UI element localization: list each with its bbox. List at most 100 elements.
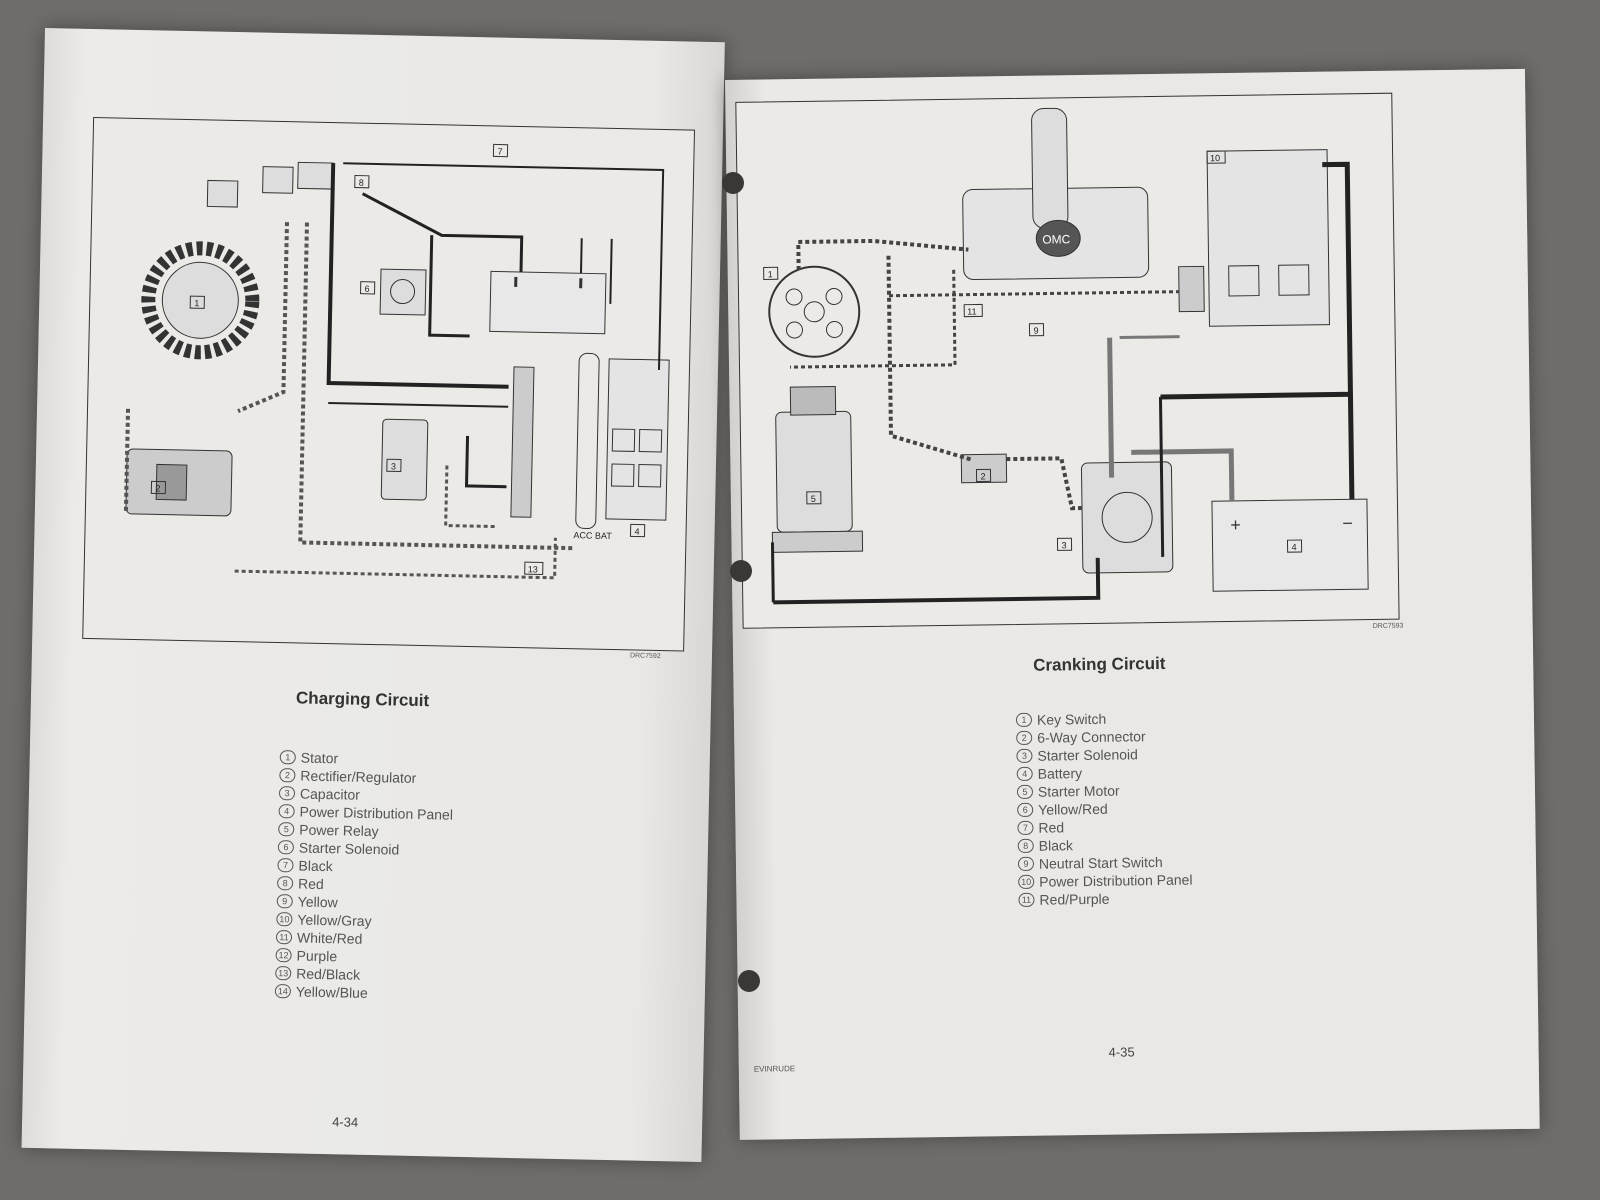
diagram-code: DRC7593 — [1372, 622, 1404, 631]
svg-text:1: 1 — [768, 269, 773, 279]
legend-label: Red — [297, 875, 324, 893]
legend-number: 10 — [276, 912, 293, 927]
legend-label: White/Red — [296, 929, 363, 947]
legend-label: Stator — [300, 749, 339, 767]
legend-label: Battery — [1037, 765, 1083, 782]
legend-number: 6 — [277, 840, 295, 855]
legend-number: 14 — [274, 984, 292, 999]
legend-number: 3 — [278, 786, 296, 801]
svg-text:11: 11 — [967, 307, 976, 317]
svg-text:10: 10 — [1210, 153, 1220, 163]
svg-text:6: 6 — [365, 284, 370, 294]
battery: + − — [1211, 498, 1369, 592]
legend-number: 1 — [1015, 712, 1033, 727]
charging-circuit-diagram: 7 8 1 6 3 2 4 13 ACC BAT — [82, 117, 696, 652]
stator — [141, 241, 260, 360]
legend-number: 7 — [277, 858, 294, 873]
svg-text:8: 8 — [359, 178, 364, 188]
legend-label: Yellow/Red — [1038, 800, 1108, 818]
legend-label: Yellow — [297, 893, 338, 911]
svg-text:9: 9 — [1033, 326, 1038, 336]
legend-label: Starter Solenoid — [1037, 746, 1138, 764]
legend-number: 9 — [276, 894, 293, 909]
cranking-wiring-svg: OMC + − — [763, 107, 1369, 605]
left-page: 7 8 1 6 3 2 4 13 ACC BAT DRC7592 Chargin… — [21, 28, 725, 1162]
cranking-circuit-diagram: OMC + − — [735, 92, 1400, 629]
legend-label: Starter Motor — [1037, 782, 1120, 800]
legend-label: Starter Solenoid — [298, 839, 400, 858]
legend-label: Red — [1038, 819, 1065, 836]
callouts: 7 8 1 6 3 2 4 13 ACC BAT — [150, 143, 646, 576]
legend-label: Yellow/Blue — [295, 983, 368, 1001]
svg-text:7: 7 — [497, 147, 502, 157]
legend-item: 11 Red/Purple — [1018, 889, 1193, 909]
svg-text:1: 1 — [194, 298, 199, 308]
right-page: OMC + − — [725, 68, 1540, 1140]
footer-code: EVINRUDE — [753, 1064, 796, 1074]
binder-hole-top — [722, 172, 744, 194]
legend-number: 1 — [279, 750, 296, 765]
page-number: 4-35 — [1108, 1044, 1135, 1060]
legend-number: 13 — [275, 966, 292, 981]
page-number: 4-34 — [332, 1114, 359, 1130]
capacitor — [380, 418, 429, 501]
power-relay — [206, 161, 334, 208]
legend-label: 6-Way Connector — [1037, 728, 1146, 746]
svg-text:+: + — [1230, 515, 1241, 535]
power-distribution-panel — [1178, 149, 1330, 327]
legend-number: 9 — [1017, 856, 1035, 871]
legend-number: 3 — [1016, 748, 1033, 763]
svg-text:4: 4 — [1292, 542, 1297, 552]
charging-circuit-title: Charging Circuit — [295, 688, 430, 711]
legend-item: 10 Power Distribution Panel — [1018, 871, 1193, 891]
power-distribution-panel — [510, 352, 670, 529]
legend-label: Yellow/Gray — [297, 911, 372, 930]
svg-text:2: 2 — [155, 483, 160, 493]
legend-number: 11 — [1018, 892, 1035, 907]
svg-text:ACC BAT: ACC BAT — [573, 530, 612, 541]
charging-wiring-svg: 7 8 1 6 3 2 4 13 ACC BAT — [123, 143, 670, 580]
binder-hole-middle — [730, 560, 752, 582]
legend-number: 12 — [275, 948, 292, 963]
legend-number: 7 — [1017, 820, 1034, 835]
legend-label: Capacitor — [299, 785, 361, 803]
legend-label: Black — [298, 857, 333, 875]
legend-number: 8 — [1017, 838, 1034, 853]
legend-number: 11 — [275, 930, 293, 945]
legend-number: 2 — [279, 768, 296, 783]
legend-number: 4 — [1016, 766, 1033, 781]
wires — [123, 162, 665, 580]
svg-text:5: 5 — [811, 494, 816, 504]
svg-text:3: 3 — [391, 461, 396, 471]
legend-label: Power Distribution Panel — [1039, 871, 1193, 890]
svg-text:−: − — [1342, 513, 1353, 533]
legend-label: Neutral Start Switch — [1038, 853, 1163, 872]
legend-label: Rectifier/Regulator — [300, 767, 417, 786]
wires — [770, 161, 1355, 605]
legend-label: Red/Purple — [1039, 890, 1110, 908]
rectifier-regulator — [125, 448, 233, 517]
legend-number: 2 — [1016, 730, 1033, 745]
battery — [489, 270, 607, 335]
legend-number: 4 — [278, 804, 295, 819]
svg-text:OMC: OMC — [1042, 232, 1071, 246]
svg-text:13: 13 — [528, 564, 538, 574]
starter-solenoid — [1080, 461, 1174, 574]
legend-label: Key Switch — [1036, 710, 1107, 728]
legend-label: Purple — [296, 947, 338, 965]
starter-solenoid — [379, 268, 427, 316]
legend-number: 5 — [278, 822, 295, 837]
svg-text:3: 3 — [1061, 540, 1066, 550]
svg-text:2: 2 — [980, 471, 985, 481]
legend-label: Black — [1038, 837, 1074, 854]
legend-number: 10 — [1018, 874, 1035, 889]
legend-number: 8 — [276, 876, 294, 891]
legend-label: Power Relay — [299, 821, 379, 840]
diagram-code: DRC7592 — [629, 652, 661, 661]
cranking-circuit-title: Cranking Circuit — [1033, 653, 1166, 675]
six-way-connector — [960, 453, 1008, 484]
key-switch — [768, 265, 861, 358]
